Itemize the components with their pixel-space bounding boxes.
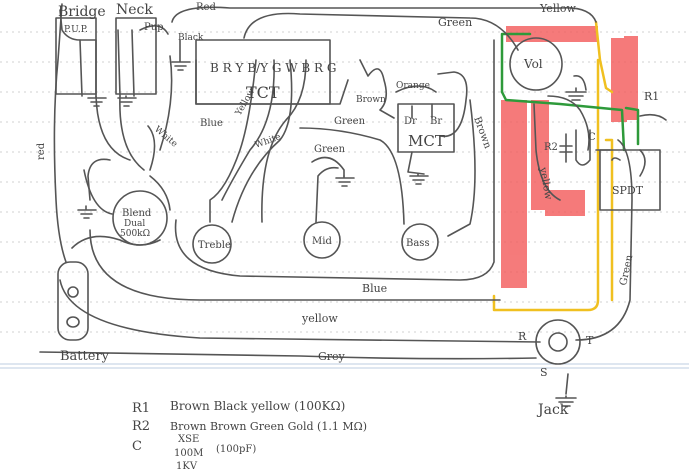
mct-label: MCT — [408, 132, 445, 150]
green-highlight-wire — [500, 32, 640, 152]
yellow-highlight-wire — [492, 20, 614, 312]
neck-pickup-sublabel: Pup — [144, 22, 164, 33]
legend-c-key: C — [132, 439, 142, 454]
neck-pickup-label: Neck — [116, 2, 153, 18]
tct-connector-body — [195, 39, 331, 105]
battery-body — [57, 261, 89, 341]
legend-c-value: (100pF) — [216, 444, 256, 455]
blend-pot-value: 500kΩ — [120, 229, 150, 239]
red-top-wire-label: Red — [196, 2, 216, 13]
mid-pot-label: Mid — [312, 236, 332, 247]
red-side-wire-label: red — [36, 142, 47, 160]
jack-body — [535, 319, 581, 365]
yellow-top-wire-label: Yellow — [539, 2, 576, 15]
grey-wire-label: Grey — [318, 350, 346, 363]
blend-pot-sublabel: Dual — [124, 219, 145, 229]
legend-r2-key: R2 — [132, 419, 150, 434]
treble-pot-body — [192, 224, 232, 264]
legend-r1-key: R1 — [132, 401, 150, 416]
r1-label: R1 — [644, 90, 659, 103]
bridge-pickup-label: Bridge — [58, 4, 106, 20]
vol-pot-body — [509, 37, 563, 91]
treble-pot-label: Treble — [198, 240, 231, 251]
bass-pot-label: Bass — [406, 238, 430, 249]
r2-label: R2 — [544, 142, 558, 153]
mct-connector-body — [397, 103, 455, 153]
brown-mid-wire-label: Brown — [356, 95, 386, 105]
black-wire-label: Black — [178, 33, 204, 43]
jack-label: Jack — [536, 402, 569, 418]
jack-r-label: R — [518, 330, 527, 343]
blend-pot-label: Blend — [122, 208, 152, 219]
red-highlight-right-a — [611, 38, 627, 122]
red-highlight-top — [506, 26, 598, 42]
pencil-wires — [39, 3, 667, 407]
mct-right-pin-label: Br — [430, 116, 442, 127]
jack-inner — [548, 332, 568, 352]
component-legend: R1 Brown Black yellow (100KΩ) R2 Brown B… — [132, 399, 367, 472]
legend-c-line2: 100M — [174, 448, 203, 459]
bridge-pickup-sublabel: P.U.P. — [64, 25, 88, 35]
yellow-bottom-wire-label: yellow — [301, 312, 338, 325]
neck-pickup-body — [115, 17, 157, 95]
vol-pot-label: Vol — [523, 57, 543, 71]
tct-pin-labels: B R Y B/Y G W B R G — [210, 61, 336, 75]
red-highlight-right-b — [624, 36, 638, 120]
legend-r1-text: Brown Black yellow (100KΩ) — [170, 399, 345, 413]
blue-tct-wire-label: Blue — [200, 118, 223, 129]
mct-left-pin-label: Dr — [404, 116, 417, 127]
blue-bottom-wire-label: Blue — [362, 282, 387, 295]
jack-t-label: T — [586, 334, 594, 347]
spdt-label: SPDT — [612, 184, 644, 197]
battery-terminal-bottom — [66, 316, 80, 328]
legend-r2-text: Brown Brown Green Gold (1.1 MΩ) — [170, 420, 367, 433]
mid-pot-body — [303, 221, 341, 259]
battery-label: Battery — [60, 349, 110, 364]
green-mct-wire-label: Green — [334, 116, 366, 127]
battery-terminal-top — [67, 286, 79, 298]
components — [55, 17, 581, 365]
blend-pot-body — [112, 190, 168, 246]
jack-s-label: S — [540, 366, 548, 379]
bridge-pickup-body — [55, 17, 97, 95]
green-top-wire-label: Green — [438, 16, 472, 29]
c-label: C — [588, 132, 596, 143]
green-mid-wire-label: Green — [314, 144, 346, 155]
legend-c-line1: XSE — [178, 434, 199, 445]
bass-pot-body — [401, 223, 439, 261]
tct-label: TCT — [246, 83, 280, 102]
legend-c-line3: 1KV — [176, 461, 198, 472]
orange-wire-label: Orange — [396, 81, 430, 91]
red-highlight-left-column — [501, 100, 527, 288]
